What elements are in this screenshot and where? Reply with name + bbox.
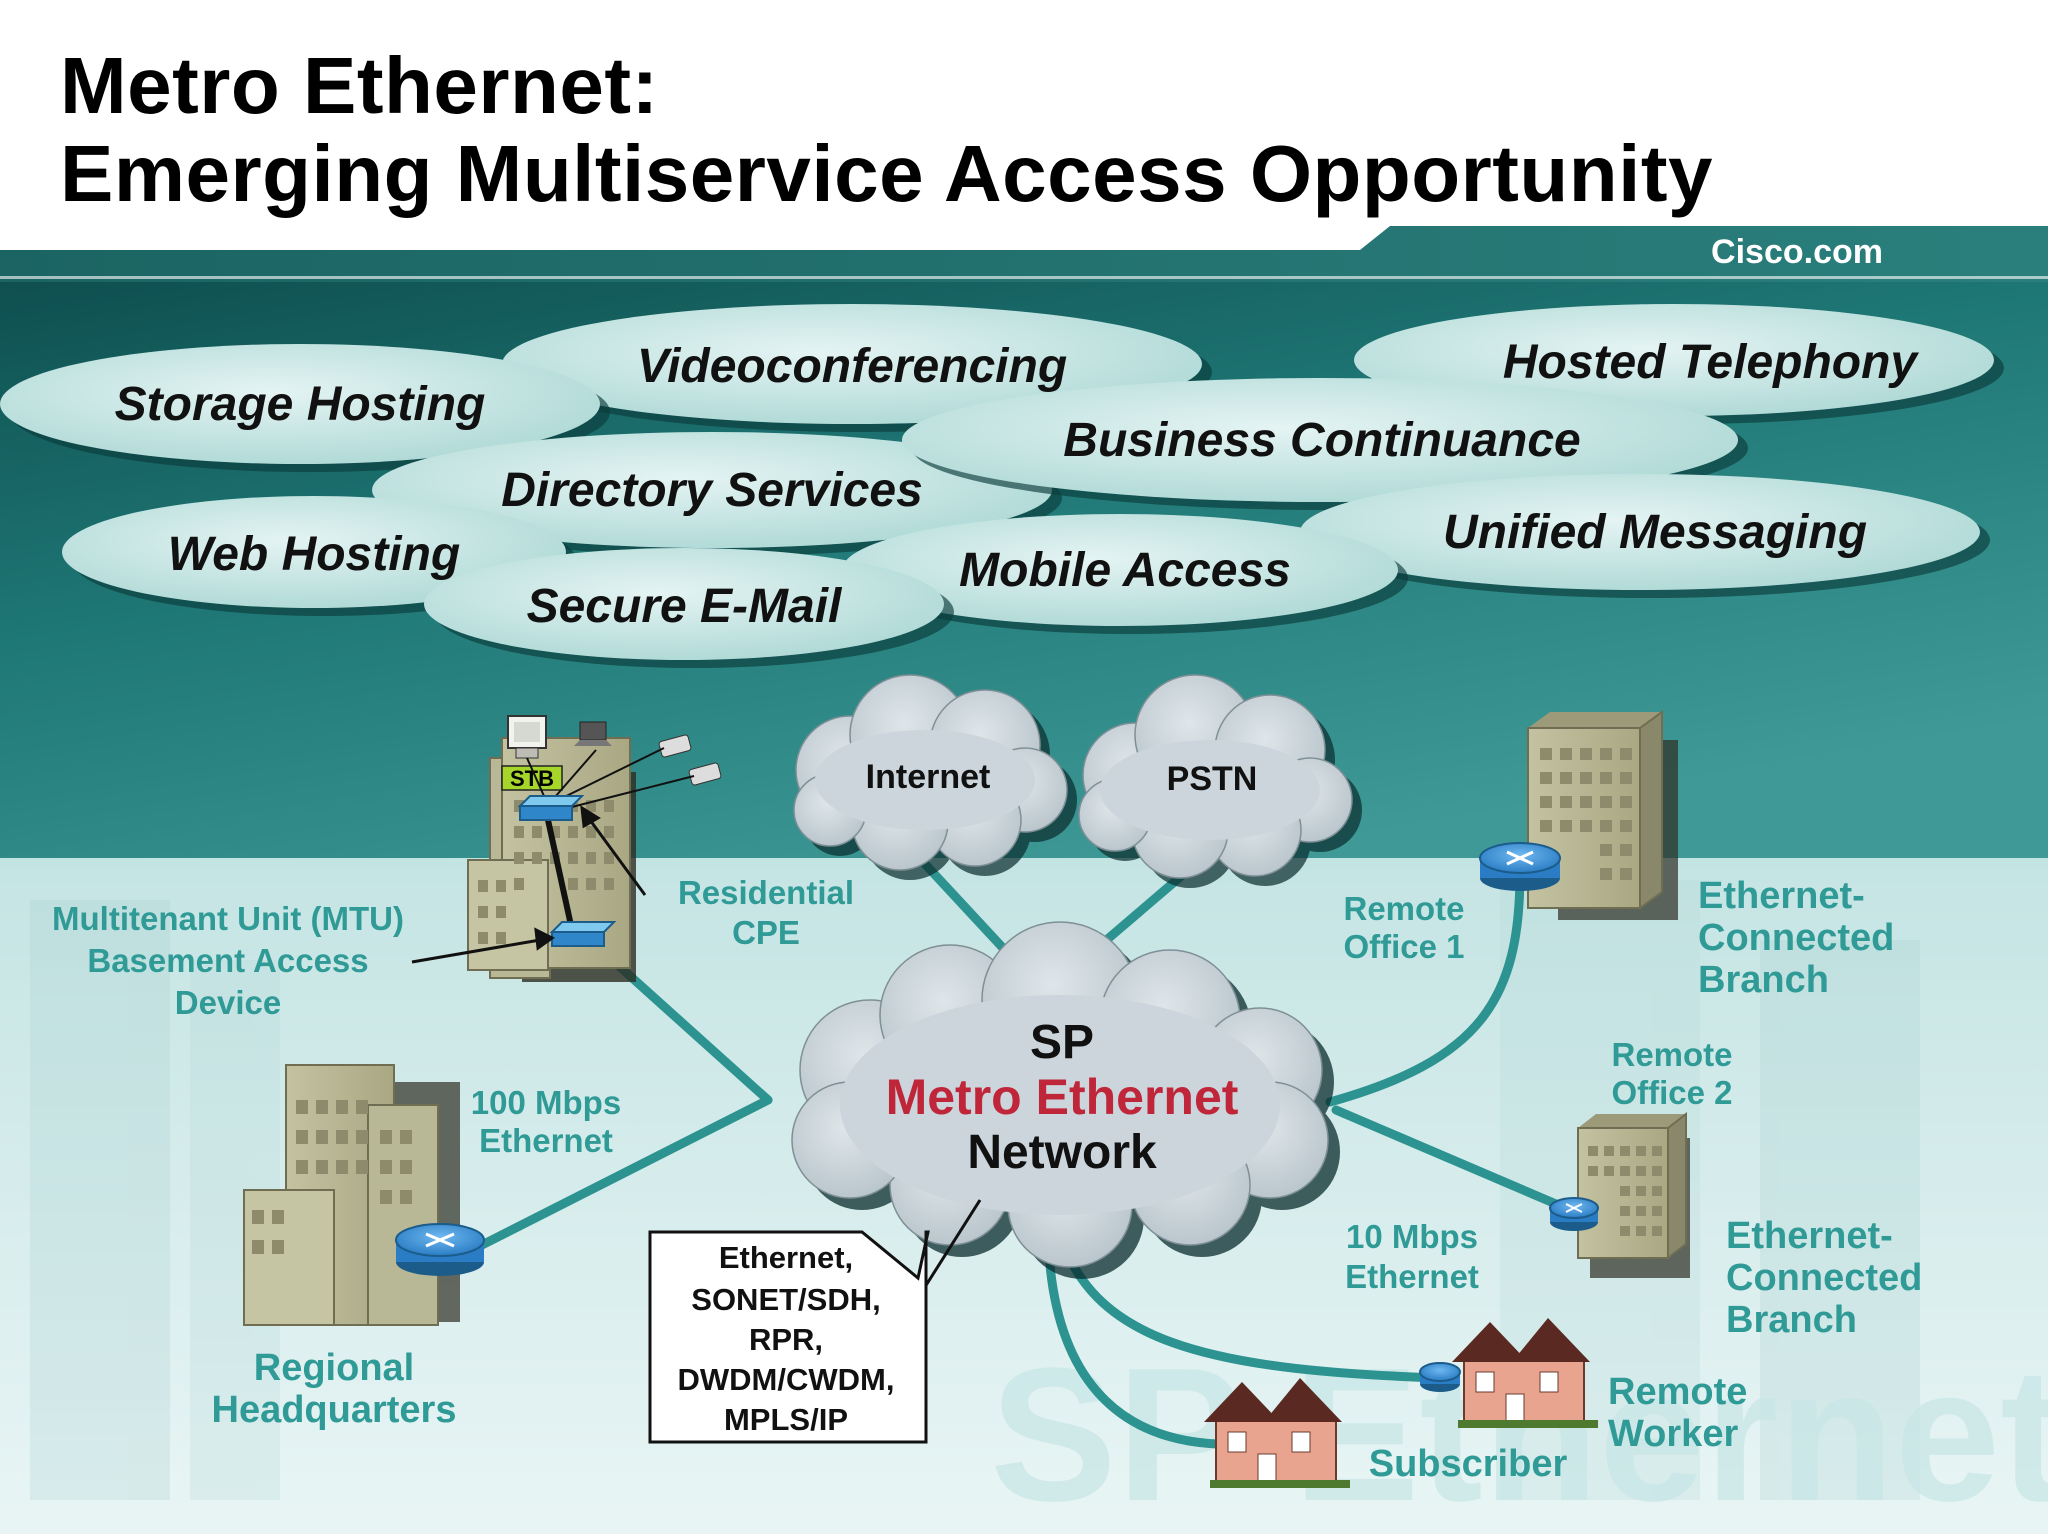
service-videoconferencing: Videoconferencing: [502, 304, 1212, 432]
branch-2-label-line2: Connected: [1726, 1257, 1922, 1299]
router-icon: [1479, 842, 1561, 891]
residential-cpe-label-line1: Residential: [678, 874, 854, 911]
cloud-sp-metro-ethernet: SP Metro Ethernet Network: [791, 921, 1340, 1279]
service-web-hosting: Web Hosting: [62, 496, 576, 616]
branch-1-label-line3: Branch: [1698, 959, 1829, 1001]
mtu-label-line3: Device: [175, 984, 281, 1021]
branch-1-label-line2: Connected: [1698, 917, 1894, 959]
residential-cpe-label-line2: CPE: [732, 914, 800, 951]
switch-icon: [549, 921, 617, 947]
remote-office-1-label-line1: Remote: [1343, 890, 1464, 927]
subscriber-house-icon: [1204, 1378, 1350, 1488]
remote-office-1-building-icon: [1479, 710, 1678, 920]
service-label: Unified Messaging: [1443, 506, 1867, 559]
service-mobile-access: Mobile Access: [842, 514, 1408, 634]
service-label: Secure E-Mail: [527, 580, 843, 633]
metro-ethernet-label: Metro Ethernet: [886, 1069, 1239, 1125]
pointer-arrows: [411, 805, 982, 1299]
technology-item: SONET/SDH,: [691, 1282, 880, 1317]
remote-worker-label-line1: Remote: [1608, 1371, 1747, 1413]
link-hq-sp: [475, 1095, 773, 1251]
regional-hq-building-icon: [243, 1064, 485, 1326]
remote-worker-label-line2: Worker: [1608, 1413, 1738, 1455]
link-subscriber: [1043, 1223, 1223, 1449]
link-100-label-line1: 100 Mbps: [471, 1084, 621, 1121]
router-icon: [1549, 1197, 1599, 1231]
laptop-icon: [574, 721, 612, 746]
remote-office-2-building-icon: [1549, 1111, 1690, 1278]
technology-item: Ethernet,: [719, 1240, 853, 1275]
regional-hq-label-line2: Headquarters: [212, 1389, 457, 1431]
router-icon: [1419, 1362, 1461, 1392]
network-label: Network: [967, 1126, 1157, 1179]
cisco-brand-label: Cisco.com: [1711, 233, 1883, 271]
branch-2-label-line1: Ethernet-: [1726, 1215, 1893, 1257]
service-label: Hosted Telephony: [1503, 336, 1920, 389]
branch-1-label-line1: Ethernet-: [1698, 875, 1865, 917]
cloud-pstn-label: PSTN: [1167, 760, 1258, 798]
technology-item: RPR,: [749, 1322, 823, 1357]
remote-office-1-label-line2: Office 1: [1343, 928, 1464, 965]
technologies-box: Ethernet, SONET/SDH, RPR, DWDM/CWDM, MPL…: [648, 1230, 930, 1444]
router-icon: [395, 1223, 485, 1276]
cloud-internet: Internet: [793, 674, 1077, 880]
link-10-label-line1: 10 Mbps: [1346, 1218, 1478, 1255]
header-band: [0, 226, 2048, 282]
subscriber-label: Subscriber: [1369, 1443, 1568, 1485]
slide-title-line1: Metro Ethernet:: [60, 41, 659, 130]
mtu-label-line2: Basement Access: [87, 942, 368, 979]
link-10-label-line2: Ethernet: [1345, 1258, 1479, 1295]
service-label: Videoconferencing: [637, 340, 1067, 393]
service-storage-hosting: Storage Hosting: [0, 344, 610, 472]
mtu-building-icon: STB: [467, 715, 722, 982]
diagram-labels: Multitenant Unit (MTU) Basement Access D…: [52, 874, 1922, 1485]
service-label: Directory Services: [501, 464, 923, 517]
mtu-label-line1: Multitenant Unit (MTU): [52, 900, 404, 937]
branch-2-label-line3: Branch: [1726, 1299, 1857, 1341]
switch-icon: [517, 795, 585, 821]
technology-item: MPLS/IP: [724, 1402, 848, 1437]
sp-label: SP: [1030, 1016, 1094, 1069]
technology-item: DWDM/CWDM,: [678, 1362, 895, 1397]
remote-worker-house-icon: [1419, 1318, 1598, 1428]
service-label: Business Continuance: [1063, 414, 1580, 467]
service-business-continuance: Business Continuance: [902, 378, 1748, 510]
service-label: Storage Hosting: [115, 378, 486, 431]
computer-icon: [507, 715, 547, 759]
link-remote-office-1: [1325, 867, 1525, 1107]
service-directory-services: Directory Services: [372, 432, 1062, 556]
service-label: Mobile Access: [959, 544, 1291, 597]
service-label: Web Hosting: [168, 528, 460, 581]
cloud-pstn: PSTN: [1078, 674, 1362, 888]
regional-hq-label-line1: Regional: [254, 1347, 414, 1389]
service-secure-email: Secure E-Mail: [424, 548, 954, 668]
service-ellipses: Videoconferencing Hosted Telephony Stora…: [0, 304, 2004, 668]
remote-office-2-label-line1: Remote: [1611, 1036, 1732, 1073]
link-100-label-line2: Ethernet: [479, 1122, 613, 1159]
cloud-internet-label: Internet: [866, 758, 991, 796]
link-remote-office-2: [1331, 1105, 1575, 1215]
remote-office-2-label-line2: Office 2: [1611, 1074, 1732, 1111]
service-unified-messaging: Unified Messaging: [1300, 474, 1990, 598]
slide-title-line2: Emerging Multiservice Access Opportunity: [60, 129, 1714, 218]
